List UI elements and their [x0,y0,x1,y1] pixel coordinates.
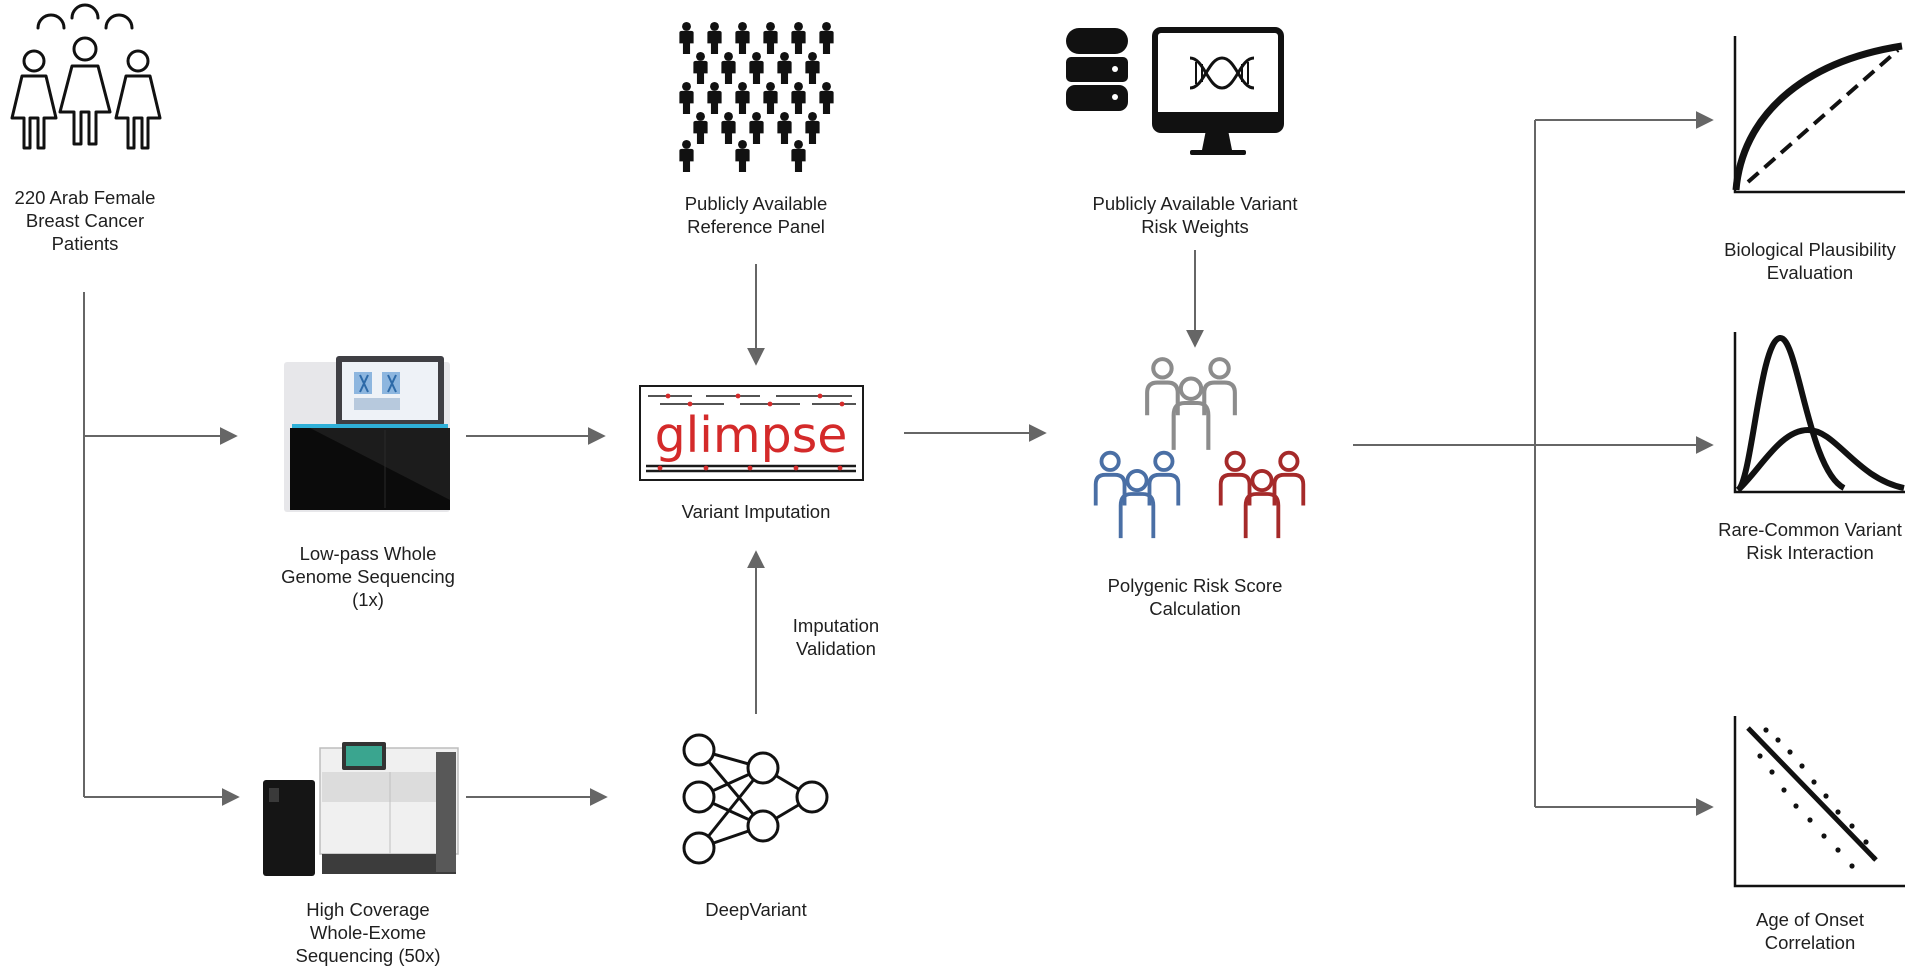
prs-calculation-label-line-1: Polygenic Risk Score [1107,575,1283,596]
reference-panel-label-line-1: Publicly Available [684,193,828,214]
patients-label-line-3: Patients [51,233,119,254]
lowpass-sequencer-icon [284,356,450,512]
patients-label-line-1: 220 Arab Female [14,187,156,208]
deepvariant-label-line-1: DeepVariant [705,899,807,920]
distribution-curves-icon [1733,332,1905,494]
population-groups-icon [1096,359,1304,538]
edges [83,111,1714,816]
dna-monitor-icon [1152,27,1284,155]
women-patients-icon [10,3,162,150]
scatter-correlation-icon [1733,716,1905,888]
risk-weights-label-line-2: Risk Weights [1141,216,1249,237]
variant-imputation-label-line-1: Variant Imputation [681,501,831,522]
onset-label-line-2: Correlation [1764,932,1856,953]
imputation-validation-label-line-2: Validation [796,638,876,659]
lowpass-wgs-label-line-3: (1x) [352,589,384,610]
reference-panel-label-line-2: Reference Panel [687,216,825,237]
prs-calculation-label-line-2: Calculation [1149,598,1241,619]
glimpse-logo: glimpse [639,385,864,481]
reference-panel-crowd-icon [679,22,834,172]
lowpass-wgs-label-line-2: Genome Sequencing [281,566,455,587]
onset-label-line-1: Age of Onset [1756,909,1864,930]
variant-imputation-label: Variant Imputation [646,500,866,523]
roc-curve-icon [1732,36,1905,194]
database-icon [1066,28,1128,111]
exome-sequencer-icon [263,742,459,876]
glimpse-logo-text: glimpse [655,407,848,464]
wes-label-line-2: Whole-Exome [309,922,427,943]
neural-network-icon [682,733,829,865]
wes-label-line-1: High Coverage [306,899,430,920]
interaction-label-line-1: Rare-Common Variant [1718,519,1902,540]
patients-label-line-2: Breast Cancer [25,210,145,231]
interaction-label-line-2: Risk Interaction [1746,542,1874,563]
wes-label-line-3: Sequencing (50x) [295,945,441,966]
plausibility-label-line-1: Biological Plausibility [1724,239,1896,260]
risk-weights-label-line-1: Publicly Available Variant [1092,193,1298,214]
plausibility-label-line-2: Evaluation [1766,262,1854,283]
deepvariant-label: DeepVariant [646,898,866,921]
imputation-validation-label-line-1: Imputation [792,615,880,636]
lowpass-wgs-label-line-1: Low-pass Whole [299,543,437,564]
